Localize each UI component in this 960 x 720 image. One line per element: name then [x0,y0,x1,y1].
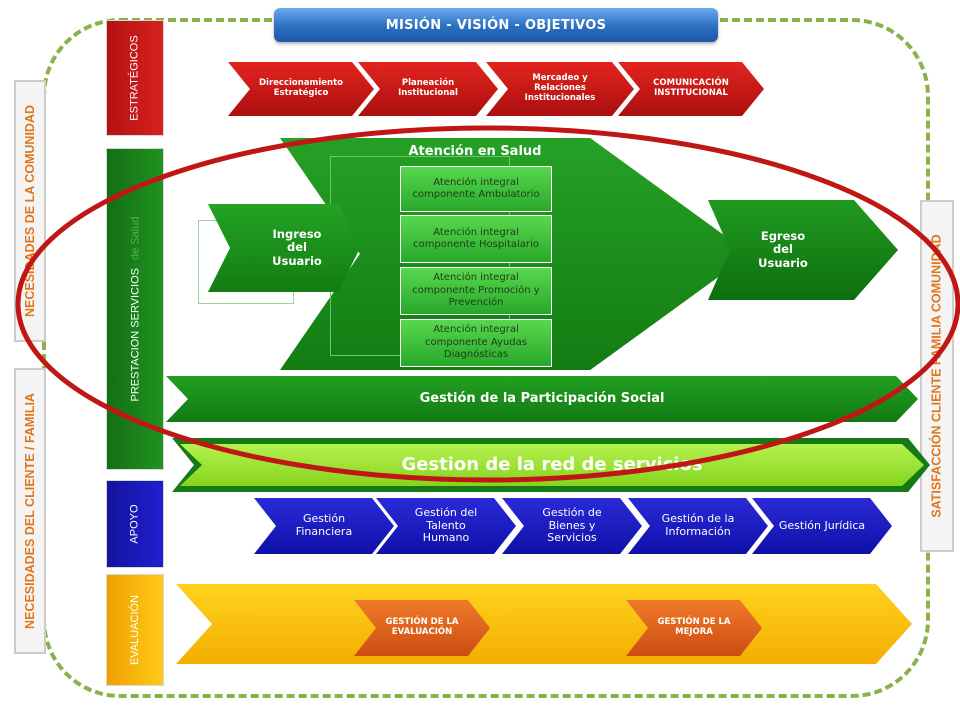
support-financiera: Gestión Financiera [254,498,394,554]
support-juridica-label: Gestión Jurídica [778,518,866,532]
egreso-label: Egreso del Usuario [758,229,808,270]
component-hospitalario: Atención integral componente Hospitalari… [400,215,552,263]
evaluation-mejora: GESTIÓN DE LA MEJORA [626,600,762,656]
support-informacion: Gestión de la Información [628,498,768,554]
strategic-direccionamiento-label: Direccionamiento Estratégico [258,78,344,98]
support-talento: Gestión del Talento Humano [376,498,516,554]
support-financiera-label: Gestión Financiera [295,512,353,538]
component-ayudas: Atención integral componente Ayudas Diag… [400,319,552,367]
evaluation-evaluacion: GESTIÓN DE LA EVALUACIÓN [354,600,490,656]
left-bar-cliente: NECESIDADES DEL CLIENTE / FAMILIA [14,368,46,654]
strategic-direccionamiento: Direccionamiento Estratégico [228,62,374,116]
ingreso-label: Ingreso del Usuario [272,227,322,268]
support-bienes: Gestión de Bienes y Servicios [502,498,642,554]
component-ambulatorio: Atención integral componente Ambulatorio [400,166,552,212]
support-bienes-label: Gestión de Bienes y Servicios [542,506,602,545]
red-servicios-label: Gestion de la red de servicios [401,453,703,475]
component-promocion-label: Atención integral componente Promoción y… [412,272,540,309]
egreso-chevron: Egreso del Usuario [708,200,898,300]
highlight-ellipse-shape [15,125,960,483]
component-promocion: Atención integral componente Promoción y… [400,267,552,315]
participacion-social-bar: Gestión de la Participación Social [166,376,918,422]
component-ayudas-label: Atención integral componente Ayudas Diag… [424,324,527,361]
strategic-comunicacion-label: COMUNICACIÓN INSTITUCIONAL [653,78,729,98]
right-bar-satisfaccion: SATISFACCIÓN CLIENTE FAMILIA COMUNIDAD [920,200,954,552]
evaluation-evaluacion-label: GESTIÓN DE LA EVALUACIÓN [385,617,459,637]
component-hospitalario-label: Atención integral componente Hospitalari… [413,226,539,251]
strategic-mercadeo-label: Mercadeo y Relaciones Institucionales [524,73,596,103]
evaluation-mejora-label: GESTIÓN DE LA MEJORA [657,617,731,637]
strategic-planeacion-label: Planeación Institucional [398,78,458,98]
strategic-planeacion: Planeación Institucional [358,62,498,116]
support-informacion-label: Gestión de la Información [661,512,735,538]
category-evaluacion: EVALUACIÓN [106,574,164,686]
participacion-social-label: Gestión de la Participación Social [419,390,665,406]
atencion-salud-title: Atención en Salud [408,144,542,159]
evaluation-chevron [176,584,912,664]
header-title: MISIÓN - VISIÓN - OBJETIVOS [385,17,607,33]
category-estrategicos: ESTRATÉGICOS [106,20,164,136]
strategic-comunicacion: COMUNICACIÓN INSTITUCIONAL [618,62,764,116]
support-talento-label: Gestión del Talento Humano [414,506,478,545]
header-bar: MISIÓN - VISIÓN - OBJETIVOS [274,8,718,42]
category-apoyo: APOYO [106,480,164,568]
strategic-mercadeo: Mercadeo y Relaciones Institucionales [486,62,634,116]
ingreso-chevron: Ingreso del Usuario [208,204,360,292]
category-prestacion: PRESTACION SERVICIOS de Salud [106,148,164,470]
component-ambulatorio-label: Atención integral componente Ambulatorio [412,176,540,201]
support-juridica: Gestión Jurídica [752,498,892,554]
